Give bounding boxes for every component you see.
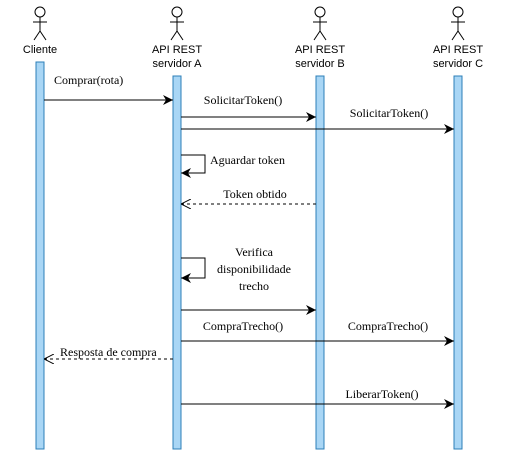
actor-servidor-a-icon — [170, 6, 184, 41]
lifeline-servidor-a — [172, 75, 182, 450]
actor-servidor-a: API REST servidor A — [152, 6, 203, 70]
message-verifica-arrow — [181, 257, 206, 283]
message-compra-b: CompraTrecho() — [181, 305, 316, 333]
message-compra-c-label: CompraTrecho() — [348, 319, 428, 333]
message-compra-b-label: CompraTrecho() — [203, 319, 283, 333]
actor-servidor-b: API REST servidor B — [295, 6, 345, 70]
message-solicitar-b-label: SolicitarToken() — [204, 93, 282, 107]
message-resposta-label: Resposta de compra — [60, 345, 157, 359]
actor-servidor-a-label-1: API REST — [152, 44, 202, 56]
lifeline-servidor-b — [315, 75, 325, 450]
message-liberar: LiberarToken() — [181, 387, 454, 409]
actor-servidor-b-label-2: servidor B — [295, 58, 345, 70]
message-liberar-label: LiberarToken() — [345, 387, 418, 401]
message-verifica-label-2: disponibilidade — [217, 262, 291, 276]
message-solicitar-b: SolicitarToken() — [181, 93, 316, 122]
message-compra-c: CompraTrecho() — [181, 319, 454, 346]
actor-servidor-c-icon — [451, 6, 465, 41]
message-verifica-label-1: Verifica — [235, 245, 274, 259]
message-aguardar-arrow — [181, 154, 206, 178]
message-solicitar-c-label: SolicitarToken() — [350, 106, 428, 120]
message-aguardar-label: Aguardar token — [210, 153, 285, 167]
actor-cliente: Cliente — [23, 6, 57, 56]
message-verifica: Verifica disponibilidade trecho — [181, 245, 291, 293]
message-verifica-label-3: trecho — [239, 279, 269, 293]
message-comprar: Comprar(rota) — [44, 73, 173, 105]
actor-servidor-c-label-1: API REST — [433, 44, 483, 56]
actor-servidor-a-label-2: servidor A — [153, 58, 203, 70]
actor-servidor-b-icon — [313, 6, 327, 41]
actor-servidor-c: API REST servidor C — [433, 6, 483, 70]
message-token-obtido: Token obtido — [181, 187, 316, 204]
lifeline-cliente — [35, 61, 45, 450]
lifeline-servidor-c — [453, 75, 463, 450]
actor-cliente-icon — [33, 6, 47, 41]
message-token-obtido-label: Token obtido — [223, 187, 287, 201]
message-resposta: Resposta de compra — [44, 345, 173, 359]
message-aguardar: Aguardar token — [181, 153, 285, 178]
actor-servidor-c-label-2: servidor C — [433, 58, 483, 70]
message-solicitar-c: SolicitarToken() — [181, 106, 454, 134]
actor-servidor-b-label-1: API REST — [295, 44, 345, 56]
actor-cliente-label-1: Cliente — [23, 44, 57, 56]
message-comprar-label: Comprar(rota) — [54, 73, 123, 87]
